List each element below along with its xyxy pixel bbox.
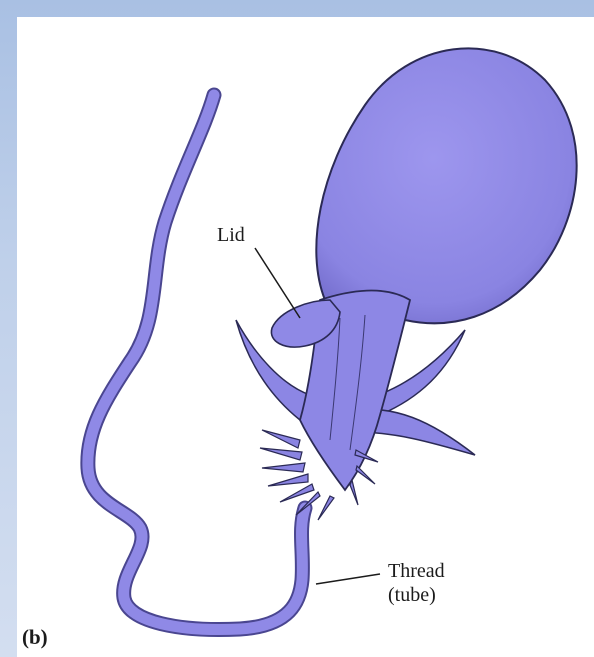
label-thread: Thread (tube) xyxy=(388,559,445,607)
panel-label: (b) xyxy=(22,625,48,650)
label-thread-line1: Thread xyxy=(388,559,445,583)
lid-leader-line xyxy=(255,248,300,318)
thread-leader-line xyxy=(316,574,380,584)
polar-thread xyxy=(88,95,305,630)
label-lid: Lid xyxy=(217,224,245,247)
label-thread-line2: (tube) xyxy=(388,583,445,607)
spore-body xyxy=(316,48,576,323)
